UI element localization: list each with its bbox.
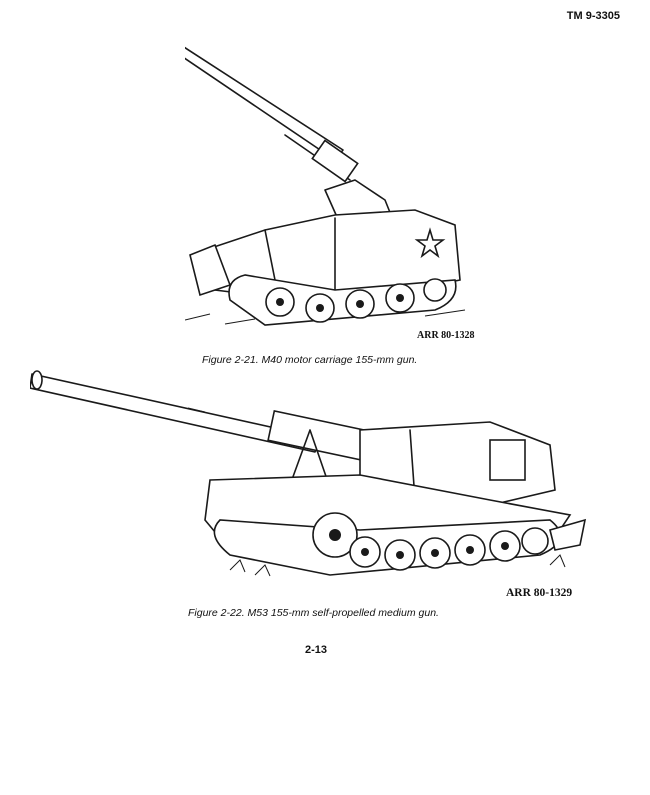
figure-2-22-caption: Figure 2-22. M53 155-mm self-propelled m… bbox=[188, 607, 439, 619]
document-number: TM 9-3305 bbox=[566, 10, 620, 22]
m40-gun-illustration bbox=[185, 40, 475, 332]
page-number: 2-13 bbox=[305, 644, 328, 656]
figure-2-22-image-tag: ARR 80-1329 bbox=[506, 587, 573, 599]
m53-gun-illustration bbox=[30, 370, 590, 582]
figure-2-21-image-tag: ARR 80-1328 bbox=[417, 330, 475, 341]
figure-2-21-caption: Figure 2-21. M40 motor carriage 155-mm g… bbox=[202, 354, 418, 366]
